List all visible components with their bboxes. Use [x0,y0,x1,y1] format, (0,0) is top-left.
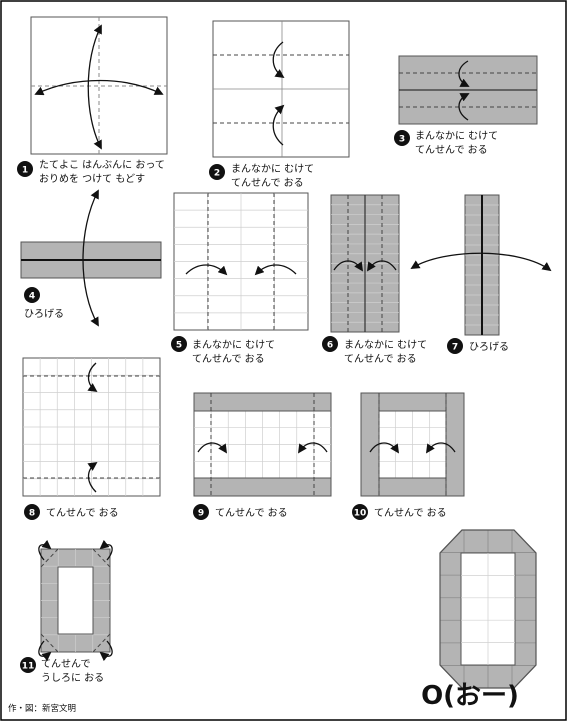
corner-fold-arrow [99,539,113,561]
step-8: 8 てんせんで おる [24,504,119,520]
figures [20,16,552,689]
step-11-badge [20,657,36,673]
step-4-number: 4 [29,292,35,302]
step-3-number: 3 [399,135,405,145]
fold-left-arrow [254,264,297,276]
fold-up-arrow [87,461,98,493]
step-2-figure [212,20,350,158]
final-o-figure [439,529,537,689]
fold-right-arrow [185,264,228,276]
step-5-caption-line-1: まんなかに むけて [192,339,275,351]
step-7: 7 ひろげる [447,338,509,354]
step-9-caption-line-1: てんせんで おる [215,507,288,519]
step-3-badge [394,130,410,146]
step-3-caption-line-2: てんせんで おる [415,144,488,156]
step-2-badge [209,164,225,180]
step-9-figure [193,392,332,497]
bottom-colored-band [193,477,332,497]
step-5-caption-line-2: てんせんで おる [192,353,265,365]
fold-up-arrow [458,93,470,121]
step-9-badge [193,504,209,520]
step-10-number: 10 [354,509,367,519]
step-1-number: 1 [22,166,28,176]
step-11-number: 11 [22,662,35,672]
right-colored-band [445,392,465,497]
step-6-figure [330,194,400,333]
step-4-figure [20,189,162,327]
step-9: 9 てんせんで おる [193,504,288,520]
unfold-arrow [82,189,99,327]
step-4: 4 ひろげる [24,287,64,320]
o-outline [439,529,537,689]
step-1-figure [30,16,168,155]
step-2-number: 2 [214,169,220,179]
step-2-caption-line-1: まんなかに むけて [231,163,314,175]
fold-up-arrow [272,104,285,146]
step-6-badge [322,336,338,352]
corner-fold-arrow [38,640,52,662]
fold-left-arrow [297,442,328,454]
step-3-caption-line-1: まんなかに むけて [415,130,498,142]
step-6: 6 まんなかに むけて てんせんで おる [322,336,427,365]
step-4-badge [24,287,40,303]
step-2-caption-line-2: てんせんで おる [231,177,304,189]
step-3: 3 まんなかに むけて てんせんで おる [394,130,498,156]
unfold-arrow [410,252,552,272]
step-11-figure [38,539,113,662]
step-5: 5 まんなかに むけて てんせんで おる [171,336,275,365]
step-3-figure [398,55,538,125]
fold-left-arrow [366,260,397,272]
step-7-figure [410,194,552,336]
step-6-number: 6 [327,341,333,351]
step-6-caption-line-2: てんせんで おる [344,353,417,365]
step-7-badge [447,338,463,354]
step-4-caption-line-1: ひろげる [24,308,64,320]
step-1-caption-line-2: おりめを つけて もどす [39,173,145,185]
step-2: 2 まんなかに むけて てんせんで おる [209,163,314,189]
step-8-number: 8 [29,509,35,519]
fold-left-arrow [425,442,456,454]
step-8-caption-line-1: てんせんで おる [46,507,119,519]
step-10: 10 てんせんで おる [352,504,447,520]
frame-window-inner [57,566,94,635]
step-10-caption-line-1: てんせんで おる [374,507,447,519]
credit: 作・図：新宮文明 [8,703,76,714]
top-colored-band [193,392,332,412]
fold-right-arrow [197,442,228,454]
step-8-badge [24,504,40,520]
corner-fold-arrow [38,539,52,561]
step-11-caption-line-2: うしろに おる [41,672,104,684]
step-7-caption-line-1: ひろげる [469,341,509,353]
horizontal-fold-arrow [34,79,164,96]
step-6-caption-line-1: まんなかに むけて [344,339,427,351]
fold-down-arrow [87,362,98,393]
step-10-badge [352,504,368,520]
page-title: O(おー) [421,681,519,711]
fold-right-arrow [369,442,400,454]
step-5-number: 5 [176,341,182,351]
step-1: 1 たてよこ はんぶんに おって おりめを つけて もどす [17,159,165,185]
step-1-badge [17,161,33,177]
step-8-figure [22,357,161,497]
step-5-figure [173,192,309,331]
step-9-number: 9 [198,509,204,519]
fold-down-arrow [272,41,285,79]
step-10-figure [360,392,465,497]
step-11-caption-line-1: てんせんで [41,658,91,670]
left-colored-band [360,392,380,497]
step-5-badge [171,336,187,352]
step-11: 11 てんせんで うしろに おる [20,657,104,684]
fold-down-arrow [458,60,470,87]
corner-fold-arrow [99,640,113,662]
step-7-number: 7 [452,343,458,353]
fold-right-arrow [333,260,364,272]
step-1-caption-line-1: たてよこ はんぶんに おって [39,159,165,171]
